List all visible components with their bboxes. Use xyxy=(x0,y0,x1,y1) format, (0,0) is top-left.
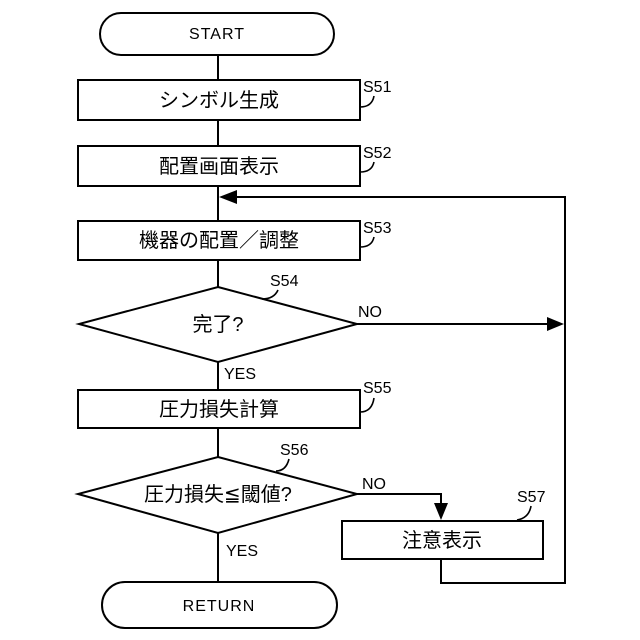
s56-step-label: S56 xyxy=(280,442,309,459)
s53-leader-line xyxy=(359,236,375,248)
node-s51: シンボル生成 S51 xyxy=(77,79,392,121)
node-return: RETURN xyxy=(101,581,338,629)
edge-feedback-loop xyxy=(237,196,566,584)
arrowhead-down-icon xyxy=(434,503,448,520)
process-s57-shape xyxy=(341,520,544,560)
node-s54: 完了? S54 YES NO xyxy=(75,273,382,383)
flowchart-edges xyxy=(217,55,566,584)
s56-label: 圧力損失≦閾値? xyxy=(144,483,292,506)
start-label: START xyxy=(189,26,245,43)
node-start: START xyxy=(99,12,335,56)
s51-leader-line xyxy=(359,95,375,108)
process-s51-shape xyxy=(77,79,361,121)
decision-s54-shape xyxy=(75,285,361,364)
node-s55: 圧力損失計算 S55 xyxy=(77,380,392,429)
edge-s56-no xyxy=(357,493,442,504)
s51-step-label: S51 xyxy=(363,79,392,96)
s54-yes-label: YES xyxy=(224,366,256,383)
decision-s56-shape xyxy=(74,455,361,535)
s56-yes-label: YES xyxy=(226,543,258,560)
node-s56: 圧力損失≦閾値? S56 YES NO xyxy=(74,442,386,560)
s55-label: 圧力損失計算 xyxy=(159,398,279,421)
s56-no-label: NO xyxy=(362,476,386,493)
arrowhead-left-icon xyxy=(219,190,237,204)
process-s52-shape xyxy=(77,145,361,187)
s53-step-label: S53 xyxy=(363,220,392,237)
node-s57: 注意表示 S57 xyxy=(341,489,546,560)
process-s53-shape xyxy=(77,220,361,261)
s53-label: 機器の配置／調整 xyxy=(139,229,299,252)
s54-label: 完了? xyxy=(192,313,243,336)
s57-step-label: S57 xyxy=(517,489,546,506)
arrowhead-right-icon xyxy=(547,317,564,331)
return-label: RETURN xyxy=(183,598,256,615)
s52-label: 配置画面表示 xyxy=(159,155,279,178)
s54-no-label: NO xyxy=(358,304,382,321)
s55-step-label: S55 xyxy=(363,380,392,397)
process-s55-shape xyxy=(77,389,361,429)
s55-leader-line xyxy=(359,397,375,413)
node-s53: 機器の配置／調整 S53 xyxy=(77,220,392,261)
s54-step-label: S54 xyxy=(270,273,299,290)
s57-label: 注意表示 xyxy=(402,529,482,552)
s57-leader-line xyxy=(516,505,532,521)
s52-step-label: S52 xyxy=(363,145,392,162)
terminator-start-shape xyxy=(99,12,335,56)
s54-leader-line xyxy=(261,289,279,300)
s56-leader-line xyxy=(275,458,290,472)
terminator-return-shape xyxy=(101,581,338,629)
s52-leader-line xyxy=(359,161,375,173)
s51-label: シンボル生成 xyxy=(159,89,279,112)
node-s52: 配置画面表示 S52 xyxy=(77,145,392,187)
